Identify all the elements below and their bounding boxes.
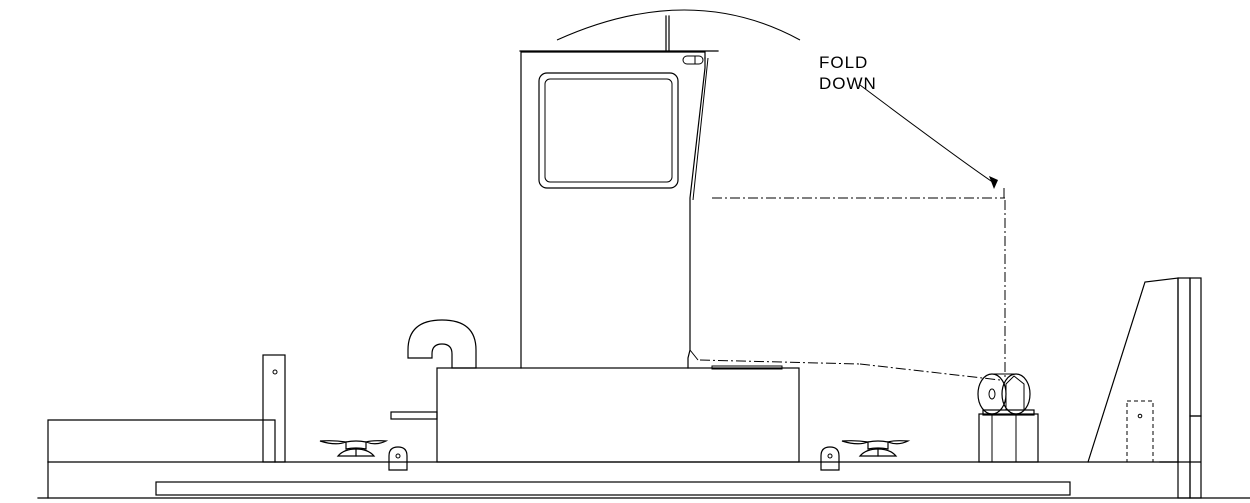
fold-label-line2: DOWN <box>819 74 877 93</box>
side-tab <box>390 411 438 420</box>
stern-ramp <box>1087 277 1202 499</box>
pilot-house <box>519 15 719 369</box>
hidden-hatch <box>1126 400 1154 463</box>
bow-post <box>262 354 286 463</box>
winch-pedestal <box>978 413 1039 463</box>
deckhouse <box>390 365 800 463</box>
winch <box>977 373 1039 463</box>
hull-rub-rail <box>155 481 1071 496</box>
light-fixture <box>682 55 704 65</box>
hull <box>47 461 1201 499</box>
cleat-right <box>841 440 911 457</box>
chock-left <box>388 446 408 471</box>
fold-arc: FOLD DOWN <box>556 9 998 189</box>
arrow-head <box>989 176 998 189</box>
window <box>538 72 679 189</box>
folded-mast-phantom <box>699 188 1006 381</box>
vent-hook <box>407 319 477 369</box>
fold-label-line1: FOLD <box>819 53 868 72</box>
bow-box <box>47 354 286 463</box>
chock-right <box>820 446 840 471</box>
cleat-left <box>319 440 389 457</box>
